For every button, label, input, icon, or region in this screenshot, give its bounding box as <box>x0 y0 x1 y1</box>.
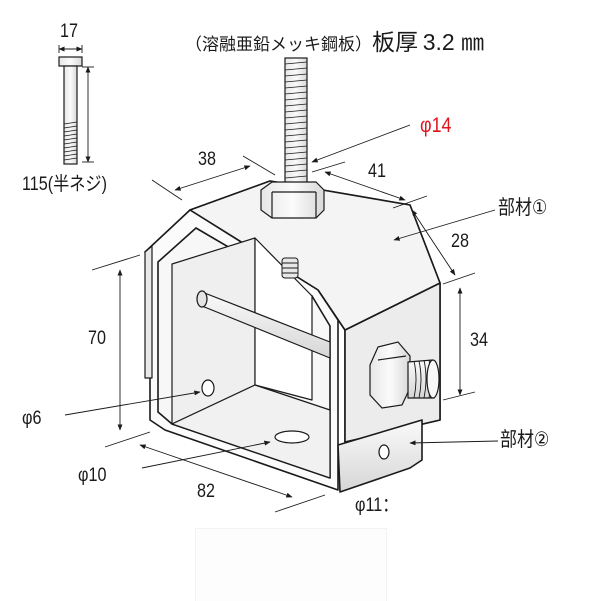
side-bolt <box>369 341 440 409</box>
hanger-bracket <box>144 180 441 493</box>
hole-10-label: φ10 <box>78 465 107 486</box>
dim-28-label: 28 <box>451 231 469 252</box>
part-1-label: 部材① <box>498 197 548 219</box>
dim-34-label: 34 <box>470 330 488 351</box>
hole-6-label: φ6 <box>22 408 42 429</box>
dimension-lines <box>64 124 499 513</box>
dim-38-label: 38 <box>198 149 216 170</box>
part-2-label: 部材② <box>500 429 550 451</box>
hole-11-label: φ11： <box>355 495 399 516</box>
bolt-dimension-lines <box>58 45 94 163</box>
material-spec: （溶融亜鉛メッキ鋼板） <box>185 35 372 54</box>
rod-diameter-label: φ14 <box>420 114 452 137</box>
threaded-rod <box>260 57 325 219</box>
dim-82-label: 82 <box>197 481 215 502</box>
material-title: （溶融亜鉛メッキ鋼板）板厚 3.2 ㎜ <box>185 31 484 54</box>
bolt-illustration <box>58 56 83 165</box>
dim-41-label: 41 <box>368 161 386 182</box>
thickness-label: 板厚 <box>372 29 418 55</box>
thickness-value: 3.2 ㎜ <box>422 29 485 55</box>
bolt-length-label: 115(半ネジ) <box>22 174 107 195</box>
dim-70-label: 70 <box>88 328 106 349</box>
blank-area <box>195 528 387 601</box>
bolt-head-width-label: 17 <box>60 21 78 42</box>
